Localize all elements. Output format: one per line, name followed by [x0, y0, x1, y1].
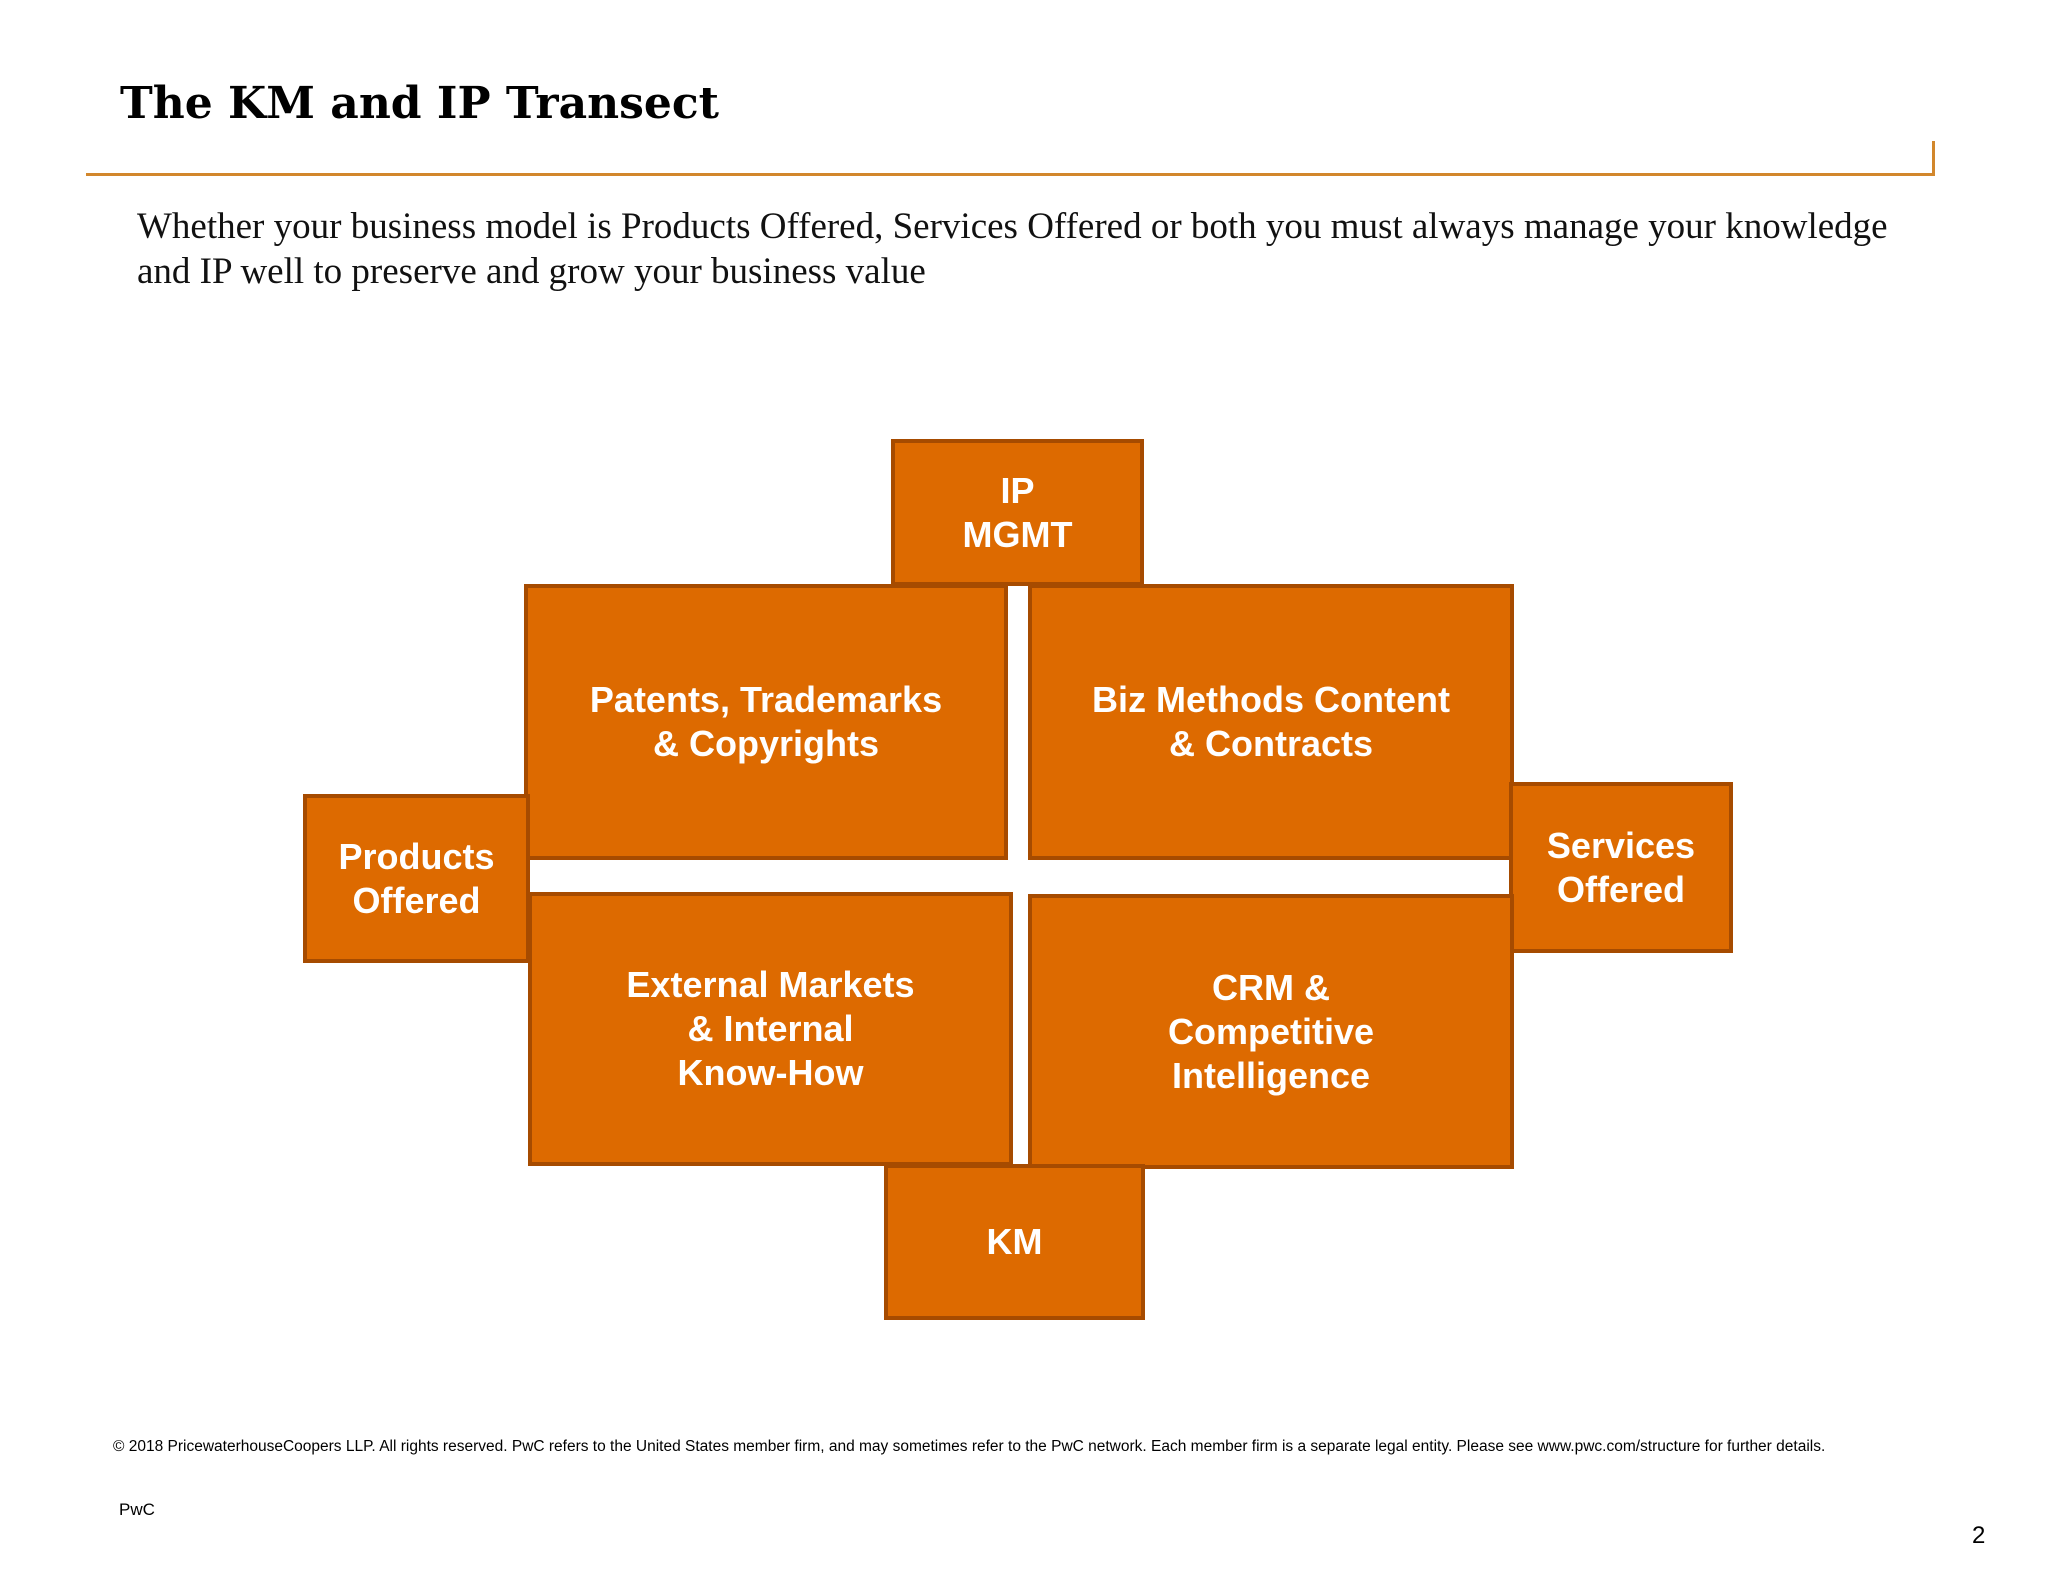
- ip-mgmt-label: IP MGMT: [962, 469, 1073, 555]
- products-offered-box: Products Offered: [303, 794, 530, 963]
- external-markets-box: External Markets & Internal Know-How: [528, 892, 1013, 1166]
- km-box: KM: [884, 1164, 1145, 1320]
- title-divider-tick: [1932, 141, 1935, 176]
- page-number: 2: [1972, 1522, 1986, 1549]
- km-label: KM: [986, 1221, 1043, 1262]
- slide-subtitle: Whether your business model is Products …: [137, 206, 1888, 292]
- footer-legal-text: © 2018 PricewaterhouseCoopers LLP. All r…: [113, 1438, 1826, 1455]
- products-offered-label: Products Offered: [338, 835, 495, 921]
- biz-methods-label: Biz Methods Content & Contracts: [1092, 679, 1450, 764]
- ip-mgmt-box: IP MGMT: [891, 439, 1144, 586]
- title-divider: [86, 173, 1934, 176]
- biz-methods-box: Biz Methods Content & Contracts: [1028, 584, 1514, 860]
- crm-competitive-intelligence-label: CRM & Competitive Intelligence: [1167, 966, 1375, 1096]
- slide-title: The KM and IP Transect: [120, 78, 719, 129]
- patents-trademarks-label: Patents, Trademarks & Copyrights: [589, 679, 943, 764]
- footer-brand: PwC: [119, 1500, 155, 1519]
- services-offered-box: Services Offered: [1509, 782, 1733, 953]
- crm-competitive-intelligence-box: CRM & Competitive Intelligence: [1028, 894, 1514, 1169]
- patents-trademarks-box: Patents, Trademarks & Copyrights: [524, 584, 1008, 860]
- services-offered-label: Services Offered: [1546, 824, 1696, 910]
- external-markets-label: External Markets & Internal Know-How: [626, 964, 915, 1093]
